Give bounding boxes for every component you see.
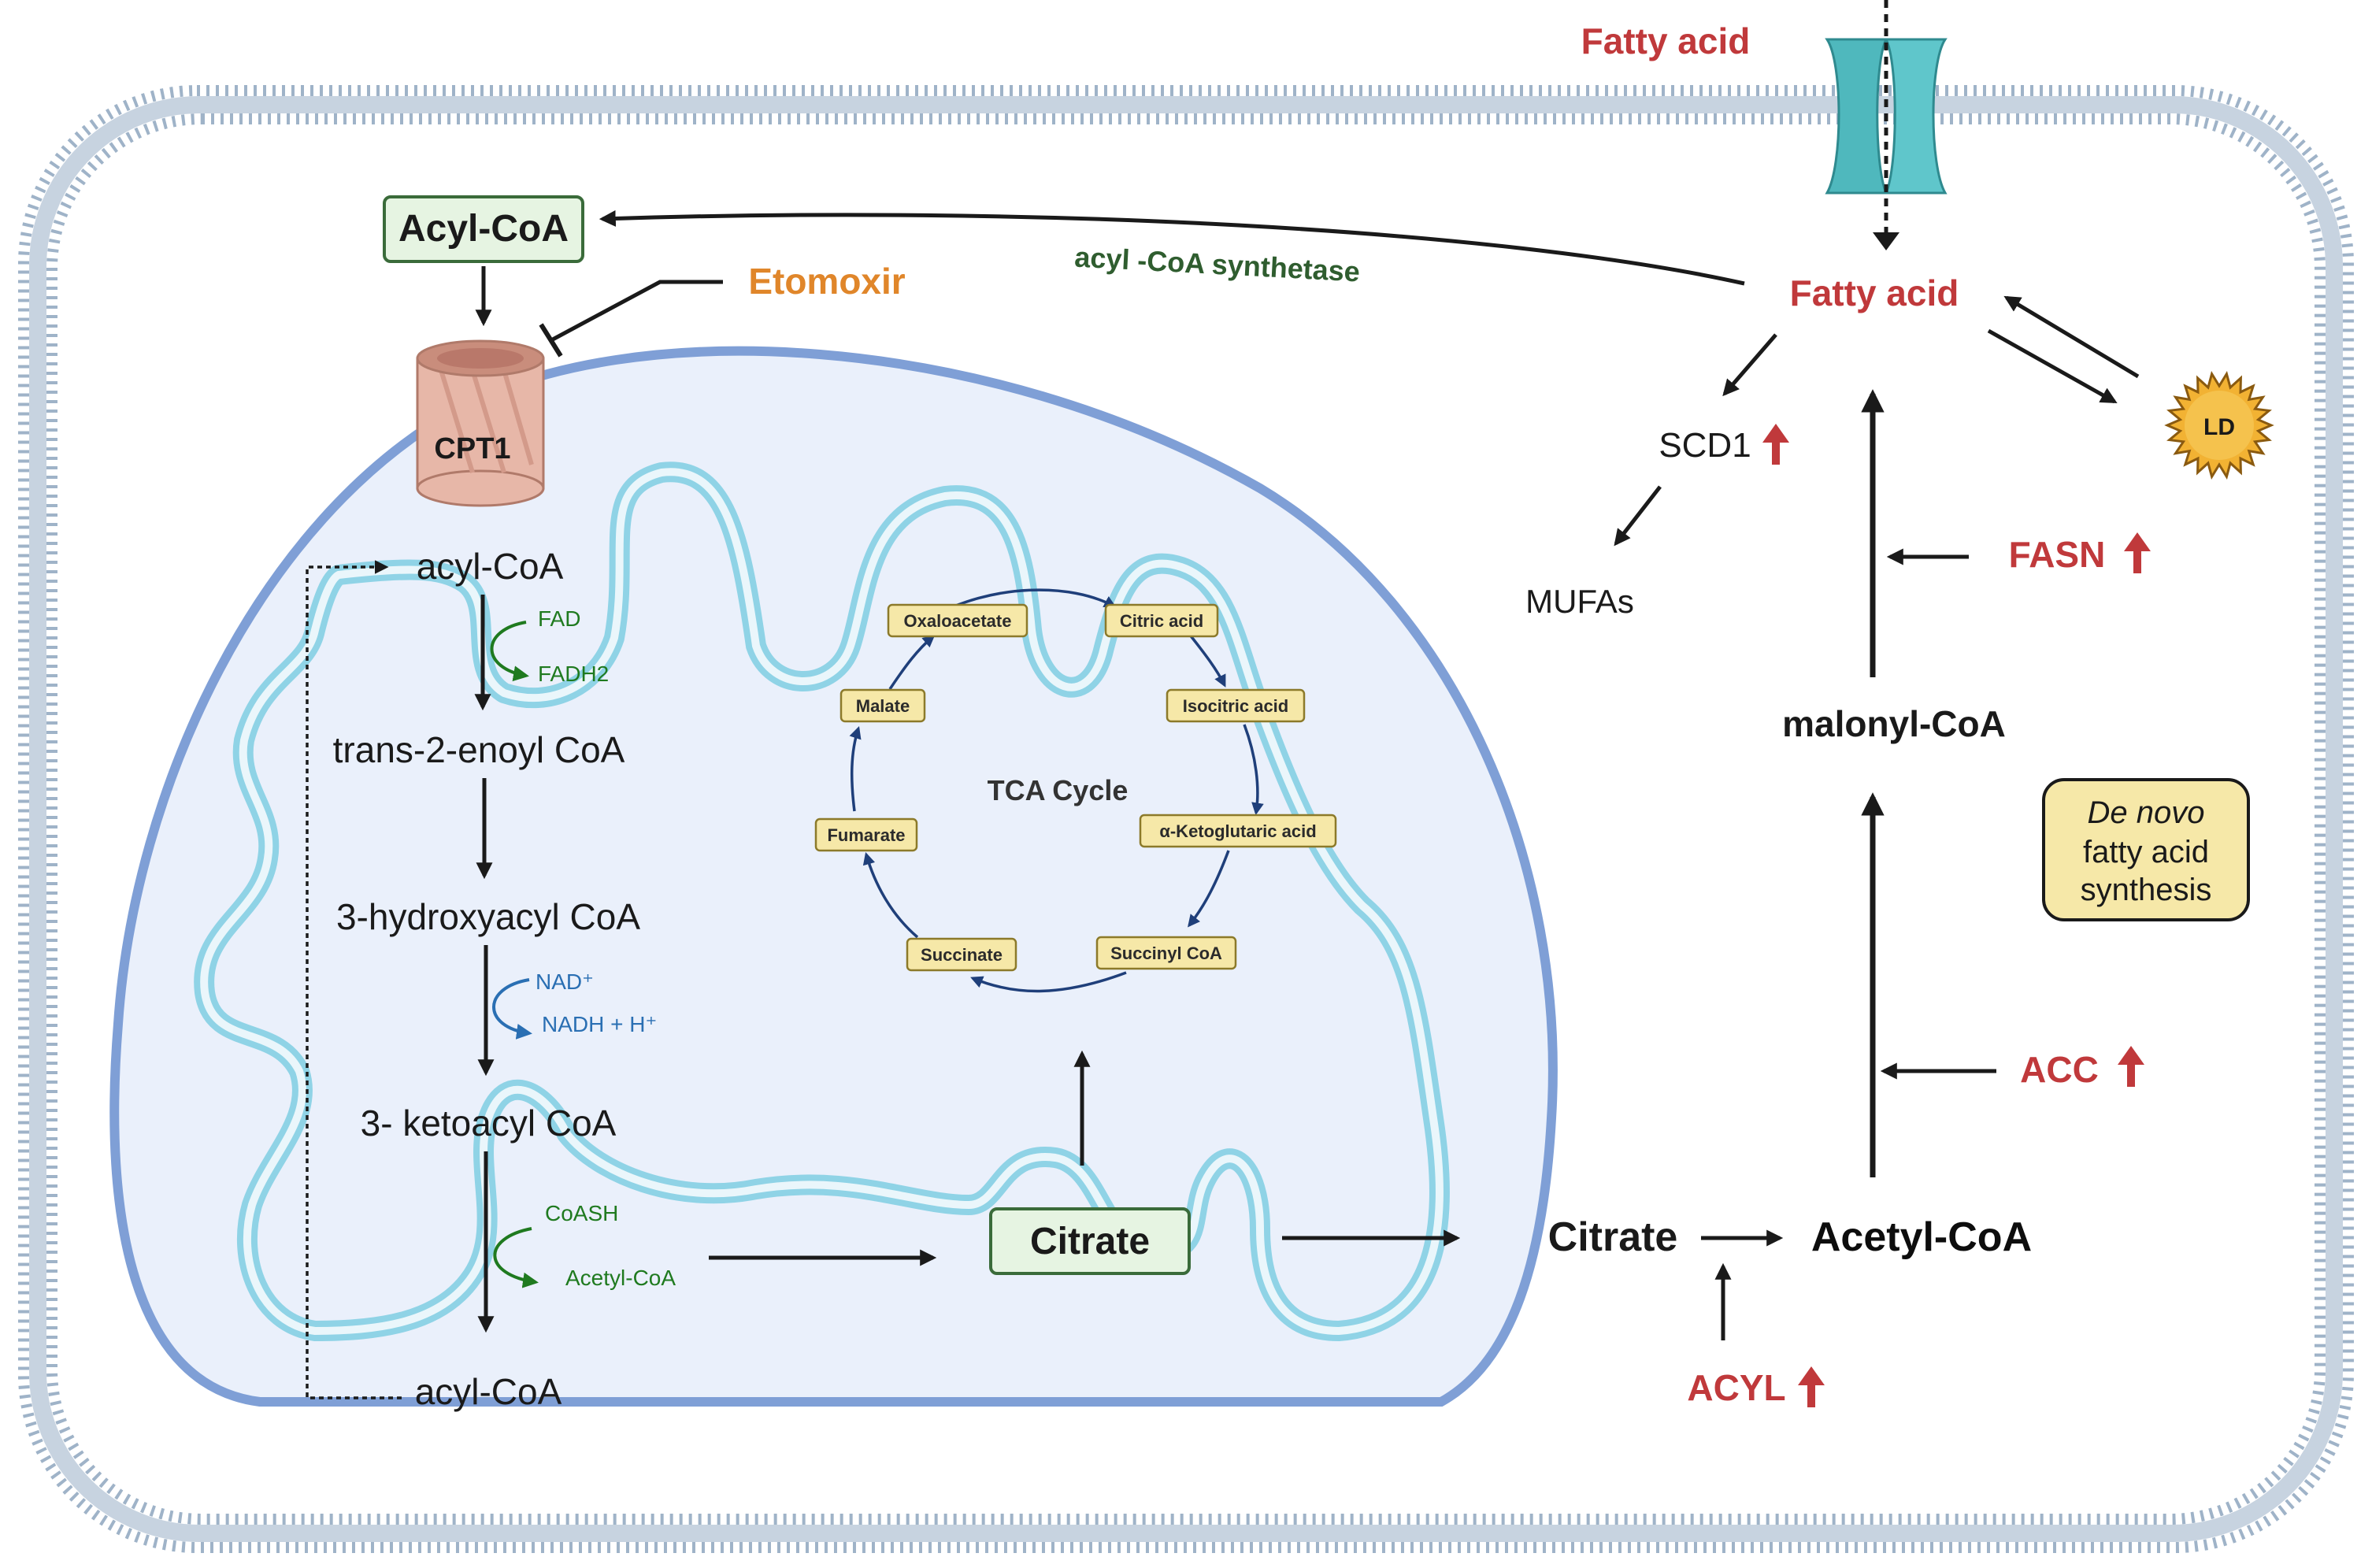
fad-label: FAD xyxy=(538,606,580,631)
acc-label: ACC xyxy=(2020,1049,2099,1090)
cell-membrane xyxy=(18,85,2354,1553)
inhibition-bar xyxy=(539,323,563,358)
isocitric-acid-label: Isocitric acid xyxy=(1183,696,1289,716)
coash-cofactor-arrow xyxy=(493,1227,539,1288)
de-novo-line2: fatty acid xyxy=(2083,835,2209,869)
trans-enoyl-coa-label: trans-2-enoyl CoA xyxy=(333,729,625,770)
coash-label: CoASH xyxy=(545,1201,618,1225)
acyl-coa-box: Acyl-CoA xyxy=(383,195,584,263)
fatty-acid-outside-label: Fatty acid xyxy=(1581,20,1751,61)
citrate-box-label: Citrate xyxy=(1030,1221,1150,1262)
tca-arrow-3 xyxy=(1243,724,1264,816)
isocitric-acid-box: Isocitric acid xyxy=(1166,688,1306,723)
oxaloacetate-box: Oxaloacetate xyxy=(887,603,1028,638)
fatty-acid-to-ld-arrow xyxy=(1987,328,2118,404)
fumarate-box: Fumarate xyxy=(814,817,918,852)
citric-acid-label: Citric acid xyxy=(1120,611,1203,631)
tca-arrow-2 xyxy=(1188,632,1226,688)
fasn-label: FASN xyxy=(2009,534,2106,575)
etomoxir-inhibition-line xyxy=(550,280,723,343)
de-novo-line3: synthesis xyxy=(2081,873,2212,907)
membrane-channel-icon xyxy=(1825,0,1948,250)
ld-label: LD xyxy=(2203,414,2235,440)
ketoacyl-coa-label: 3- ketoacyl CoA xyxy=(361,1103,617,1144)
acyl-coa-bottom-label: acyl-CoA xyxy=(415,1371,562,1412)
fasn-up-arrow-icon xyxy=(2124,532,2151,573)
tca-arrow-5 xyxy=(970,971,1127,993)
oxaloacetate-label: Oxaloacetate xyxy=(904,611,1012,631)
malonyl-coa-label: malonyl-CoA xyxy=(1782,703,2006,744)
tca-arrow-4 xyxy=(1188,850,1230,928)
fadh2-label: FADH2 xyxy=(538,662,609,686)
acyl-coa-synthetase-label: acyl -CoA synthetase xyxy=(1073,241,1360,288)
beta-oxidation-cycle-line xyxy=(306,560,402,1399)
ld-to-fatty-acid-arrow xyxy=(2003,295,2140,379)
nadh-label: NADH + H⁺ xyxy=(542,1012,657,1036)
citrate-cytosol-label: Citrate xyxy=(1548,1214,1678,1260)
tca-arrow-7 xyxy=(849,726,862,812)
malate-label: Malate xyxy=(856,696,910,716)
acyl-coa-box-label: Acyl-CoA xyxy=(398,208,569,250)
acyl-coa-top-label: acyl-CoA xyxy=(417,546,564,587)
lipid-droplet-icon: LD xyxy=(2164,370,2274,480)
acetyl-coa-small-label: Acetyl-CoA xyxy=(565,1266,676,1290)
succinyl-coa-box: Succinyl CoA xyxy=(1095,936,1237,970)
nad-label: NAD⁺ xyxy=(536,969,594,994)
succinate-box: Succinate xyxy=(906,937,1017,972)
cpt1-label: CPT1 xyxy=(434,432,510,465)
tca-arrow-6 xyxy=(862,851,919,939)
beta-oxidation-pathway: acyl-CoA FAD FADH2 trans-2-enoyl CoA 3-h… xyxy=(306,546,676,1412)
cpt1-transporter-icon: CPT1 xyxy=(416,339,545,507)
succinate-label: Succinate xyxy=(921,945,1003,965)
tca-arrow-8 xyxy=(888,634,936,690)
fumarate-label: Fumarate xyxy=(827,825,905,845)
tca-cycle-label: TCA Cycle xyxy=(988,774,1129,806)
de-novo-synthesis-box: De novo fatty acid synthesis xyxy=(2042,778,2250,921)
scd1-label: SCD1 xyxy=(1659,426,1751,465)
fatty-acid-inside-label: Fatty acid xyxy=(1790,272,1959,313)
ketoglutaric-acid-label: α-Ketoglutaric acid xyxy=(1159,821,1316,841)
citrate-box: Citrate xyxy=(989,1207,1191,1275)
succinyl-coa-label: Succinyl CoA xyxy=(1110,943,1222,963)
fatty-acid-to-scd1-arrow xyxy=(1722,333,1777,397)
etomoxir-label: Etomoxir xyxy=(748,261,905,302)
scd1-up-arrow-icon xyxy=(1762,424,1789,465)
malate-box: Malate xyxy=(839,688,926,723)
fad-cofactor-arrow xyxy=(490,621,529,682)
cristae-lumen xyxy=(200,468,1444,1335)
ketoglutaric-acid-box: α-Ketoglutaric acid xyxy=(1139,814,1337,848)
fatty-acid-to-acyl-coa-arrow xyxy=(599,209,1745,286)
scd1-to-mufas-arrow xyxy=(1614,485,1662,547)
acc-up-arrow-icon xyxy=(2118,1046,2144,1087)
de-novo-line1: De novo xyxy=(2088,795,2205,830)
acyl-up-arrow-icon xyxy=(1798,1366,1825,1407)
acetyl-coa-cytosol-label: Acetyl-CoA xyxy=(1811,1214,2032,1260)
mufas-label: MUFAs xyxy=(1525,583,1634,620)
acyl-label: ACYL xyxy=(1687,1367,1785,1408)
hydroxyacyl-coa-label: 3-hydroxyacyl CoA xyxy=(336,896,640,937)
tca-cycle: Oxaloacetate Citric acid Isocitric acid … xyxy=(814,588,1337,993)
citric-acid-box: Citric acid xyxy=(1104,603,1219,638)
nad-cofactor-arrow xyxy=(492,978,532,1040)
